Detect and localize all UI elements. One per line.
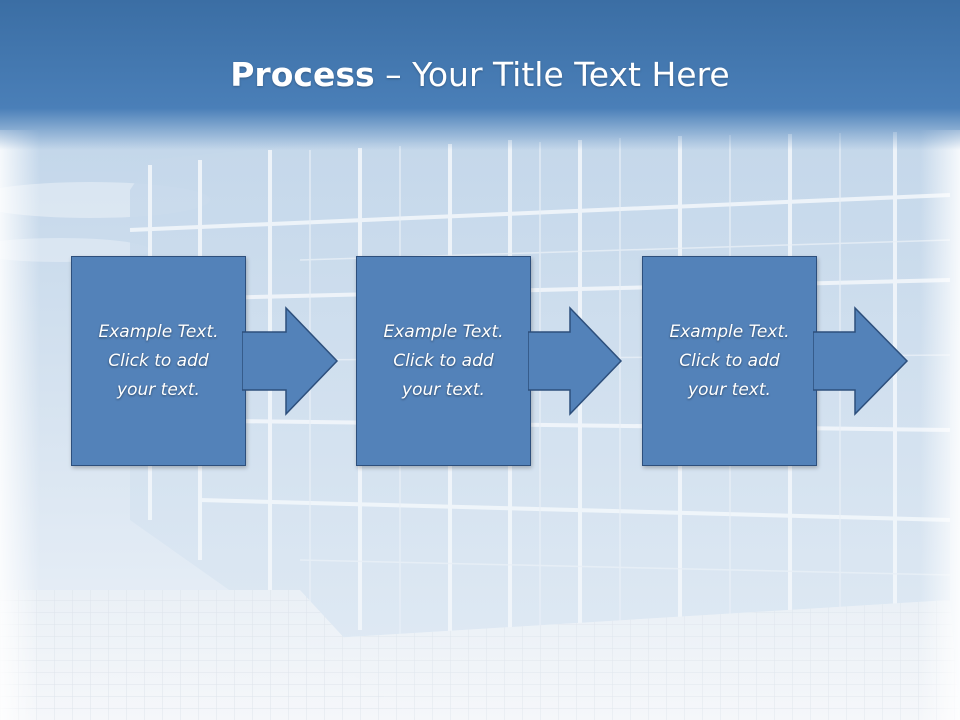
- process-step-1[interactable]: Example Text. Click to add your text.: [71, 256, 246, 466]
- step-1-text: Example Text. Click to add your text.: [98, 321, 219, 400]
- step-3-text: Example Text. Click to add your text.: [669, 321, 790, 400]
- step-2-text: Example Text. Click to add your text.: [383, 321, 504, 400]
- process-step-2[interactable]: Example Text. Click to add your text.: [356, 256, 531, 466]
- arrow-right-icon: [813, 306, 909, 416]
- title-bold-text: Process: [230, 55, 375, 94]
- process-step-3[interactable]: Example Text. Click to add your text.: [642, 256, 817, 466]
- arrow-right-icon: [242, 306, 339, 416]
- arrow-right-icon: [528, 306, 623, 416]
- title-rest-text: Your Title Text Here: [412, 55, 730, 94]
- title-bar: [0, 0, 960, 150]
- title-separator: –: [374, 55, 413, 94]
- slide-title[interactable]: Process – Your Title Text Here: [0, 52, 960, 98]
